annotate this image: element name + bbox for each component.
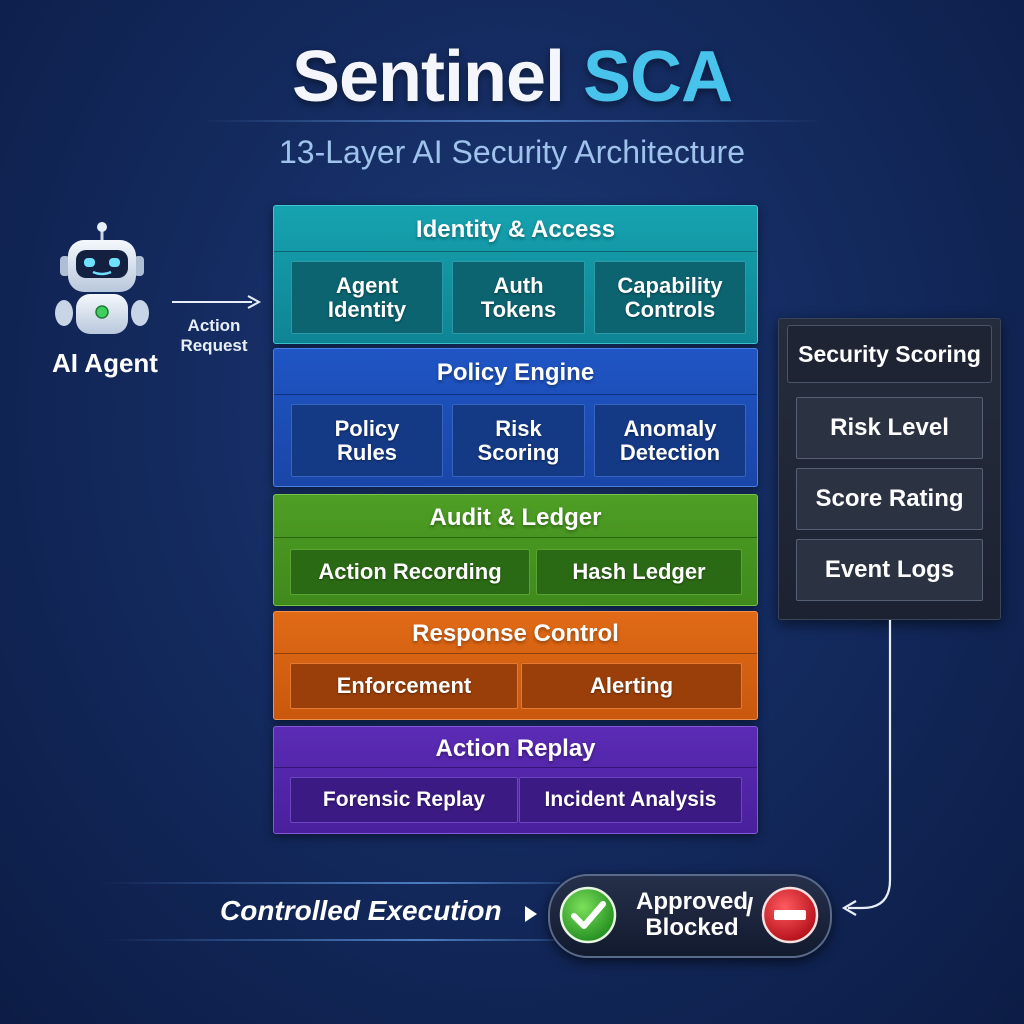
execution-outcome-text: Approved Blocked — [622, 889, 762, 941]
score-item-event-logs: Event Logs — [796, 539, 983, 601]
security-scoring-title: Security Scoring — [787, 325, 992, 383]
page-title: Sentinel SCA — [0, 36, 1024, 118]
execution-outcome-pill: Approved Blocked / — [548, 874, 832, 958]
layer-divider — [274, 251, 757, 252]
execution-rule-top — [100, 882, 560, 884]
execution-rule-bottom — [100, 939, 560, 941]
layer-identity-access: Identity & Access Agent Identity Auth To… — [273, 205, 758, 344]
cell-agent-identity: Agent Identity — [291, 261, 443, 334]
layer-policy-engine: Policy Engine Policy Rules Risk Scoring … — [273, 348, 758, 487]
blocked-label: Blocked — [645, 913, 739, 941]
layer-title: Identity & Access — [415, 216, 616, 243]
layer-response-control: Response Control Enforcement Alerting — [273, 611, 758, 720]
robot-icon — [55, 222, 149, 334]
ai-agent-label: AI Agent — [52, 348, 158, 378]
layer-title: Action Replay — [435, 735, 596, 762]
controlled-execution-label: Controlled Execution — [220, 895, 502, 926]
outcome-separator: / — [746, 892, 754, 922]
cell-capability-controls: Capability Controls — [594, 261, 746, 334]
security-scoring-panel: Security Scoring Risk Level Score Rating… — [778, 318, 1001, 620]
check-icon — [559, 886, 617, 944]
cell-alerting: Alerting — [521, 663, 742, 709]
layer-divider — [274, 653, 757, 654]
layer-divider — [274, 767, 757, 768]
title-divider — [200, 120, 824, 122]
action-request-arrow — [172, 295, 262, 309]
action-request-label: Action Request — [180, 316, 248, 356]
page-subtitle: 13-Layer AI Security Architecture — [279, 134, 745, 170]
cell-incident-analysis: Incident Analysis — [519, 777, 742, 823]
approved-label: Approved — [635, 888, 748, 915]
title-sentinel: Sentinel — [291, 37, 565, 117]
layer-action-replay: Action Replay Forensic Replay Incident A… — [273, 726, 758, 834]
no-entry-icon — [761, 886, 819, 944]
layer-divider — [274, 394, 757, 395]
cell-anomaly-detection: Anomaly Detection — [594, 404, 746, 477]
score-item-risk-level: Risk Level — [796, 397, 983, 459]
layer-title: Policy Engine — [436, 359, 595, 386]
cell-hash-ledger: Hash Ledger — [536, 549, 742, 595]
play-arrow-icon — [525, 906, 537, 922]
cell-auth-tokens: Auth Tokens — [452, 261, 585, 334]
cell-policy-rules: Policy Rules — [291, 404, 443, 477]
layer-divider — [274, 537, 757, 538]
title-sca: SCA — [583, 37, 733, 117]
layer-audit-ledger: Audit & Ledger Action Recording Hash Led… — [273, 494, 758, 606]
cell-risk-scoring: Risk Scoring — [452, 404, 585, 477]
scoring-to-execution-arrow — [841, 620, 892, 916]
cell-action-recording: Action Recording — [290, 549, 530, 595]
layer-title: Response Control — [412, 620, 619, 647]
layer-title: Audit & Ledger — [429, 504, 602, 531]
cell-enforcement: Enforcement — [290, 663, 518, 709]
cell-forensic-replay: Forensic Replay — [290, 777, 518, 823]
score-item-score-rating: Score Rating — [796, 468, 983, 530]
